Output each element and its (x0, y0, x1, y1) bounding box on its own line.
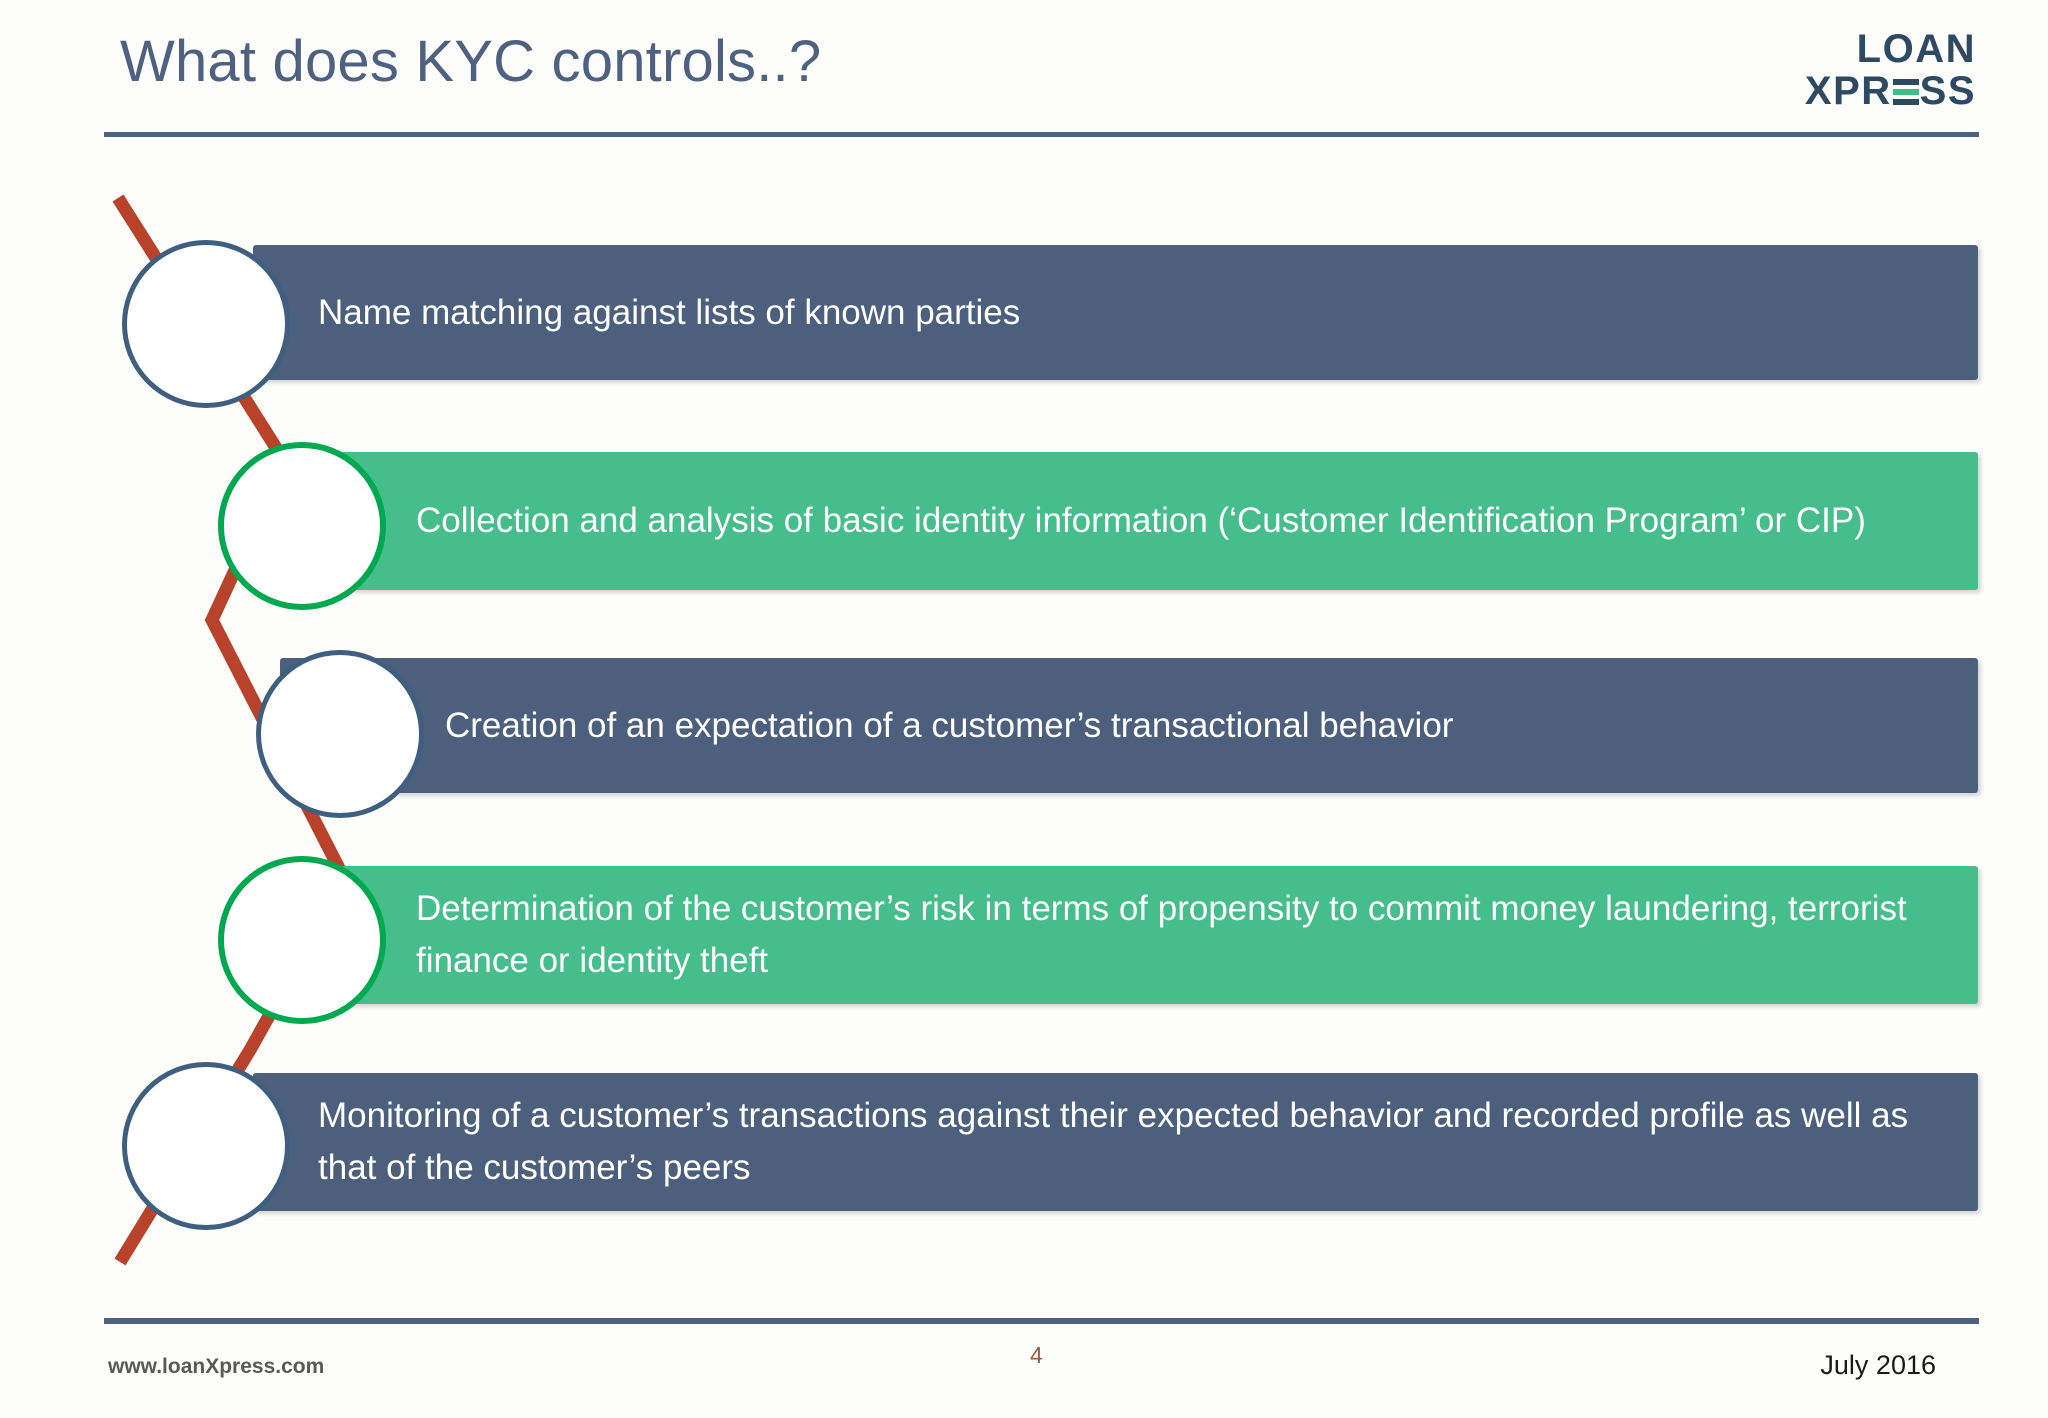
logo-text-xpr: XPR (1804, 69, 1892, 113)
logo-text-xpress: XPR SS (1736, 70, 1976, 112)
page-title: What does KYC controls..? (120, 29, 822, 94)
brand-logo: LOAN XPR SS (1736, 28, 1976, 112)
step-5-bar[interactable]: Monitoring of a customer’s transactions … (253, 1073, 1978, 1211)
step-4-label: Determination of the customer’s risk in … (416, 889, 1907, 980)
step-4-circle[interactable] (218, 856, 386, 1024)
step-1-bar[interactable]: Name matching against lists of known par… (253, 245, 1978, 380)
footer-date: July 2016 (1820, 1350, 1936, 1380)
step-1-label: Name matching against lists of known par… (318, 292, 1021, 332)
step-2-label: Collection and analysis of basic identit… (416, 501, 1866, 540)
footer-divider (104, 1318, 1979, 1324)
title-divider (104, 132, 1979, 137)
logo-e-bars-icon (1892, 77, 1919, 107)
step-3-label: Creation of an expectation of a customer… (445, 705, 1454, 745)
step-5-label: Monitoring of a customer’s transactions … (318, 1096, 1909, 1187)
step-4-bar[interactable]: Determination of the customer’s risk in … (328, 866, 1978, 1004)
footer-page-number: 4 (1030, 1342, 1043, 1368)
step-5-circle[interactable] (122, 1062, 290, 1230)
step-2-circle[interactable] (218, 442, 386, 610)
footer-website-url[interactable]: www.loanXpress.com (108, 1355, 325, 1378)
step-3-bar[interactable]: Creation of an expectation of a customer… (280, 658, 1978, 793)
step-3-circle[interactable] (256, 650, 424, 818)
logo-text-ss: SS (1919, 69, 1976, 113)
logo-text-loan: LOAN (1856, 27, 1976, 71)
step-2-bar[interactable]: Collection and analysis of basic identit… (328, 452, 1978, 590)
step-1-circle[interactable] (122, 240, 290, 408)
